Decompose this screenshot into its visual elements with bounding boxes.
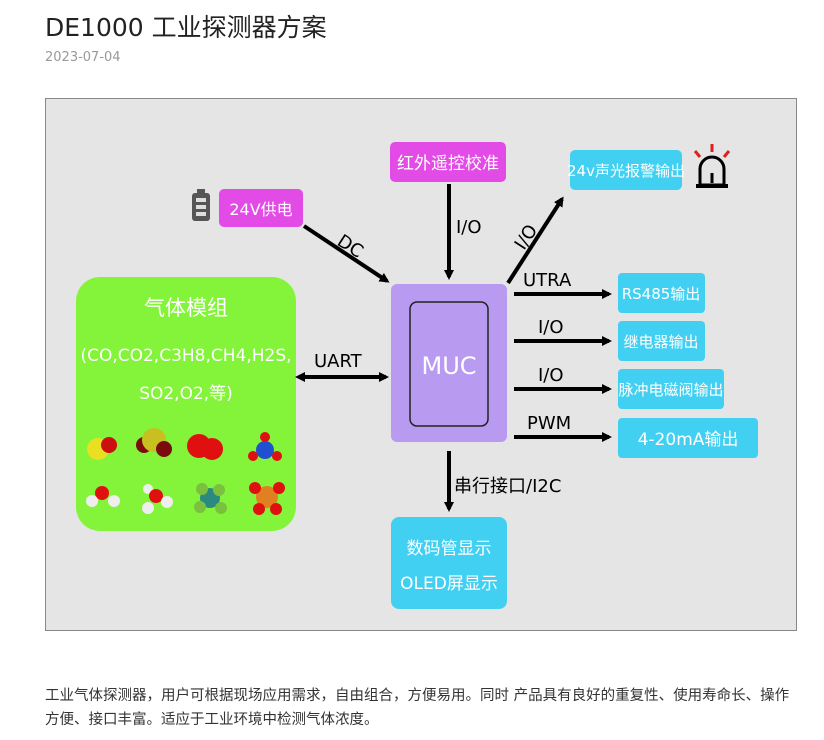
output-relay-label: 继电器输出 [623, 333, 698, 351]
mcu-box: MUC [391, 284, 507, 442]
publish-date: 2023-07-04 [45, 50, 121, 65]
power-supply-box: 24V供电 [219, 189, 303, 227]
serial-label: 串行接口/I2C [454, 476, 561, 497]
output-valve-box: 脉冲电磁阀输出 [618, 369, 724, 409]
utra-label: UTRA [523, 270, 572, 291]
output-relay-box: 继电器输出 [618, 321, 705, 361]
relay-io-label: I/O [538, 317, 564, 338]
dc-arrow [302, 224, 390, 283]
valve-io-label: I/O [538, 365, 564, 386]
battery-icon [192, 189, 210, 221]
system-diagram: 24V供电 红外遥控校准 24v声光报警输出 气体模组 (CO,CO2,C3H8… [45, 98, 797, 631]
uart-label: UART [314, 351, 363, 372]
diagram-canvas: 24V供电 红外遥控校准 24v声光报警输出 气体模组 (CO,CO2,C3H8… [76, 142, 758, 609]
output-analog-label: 4-20mA输出 [638, 430, 739, 450]
molecule-icon [86, 428, 285, 515]
gas-module-title: 气体模组 [144, 296, 228, 320]
output-rs485-box: RS485输出 [618, 273, 705, 313]
display-line2: OLED屏显示 [400, 574, 498, 594]
display-box: 数码管显示 OLED屏显示 [391, 517, 507, 609]
alarm-output-box: 24v声光报警输出 [567, 150, 685, 190]
page-title: DE1000 工业探测器方案 [45, 13, 327, 42]
gas-module-line1: (CO,CO2,C3H8,CH4,H2S, [80, 346, 291, 366]
display-line1: 数码管显示 [407, 539, 492, 559]
alarm-io-label: I/O [511, 221, 543, 254]
gas-module-line2: SO2,O2,等) [139, 384, 233, 404]
power-label: 24V供电 [229, 200, 292, 219]
description-paragraph: 工业气体探测器，用户可根据现场应用需求，自由组合，方便易用。同时 产品具有良好的… [45, 688, 790, 728]
gas-module-box: 气体模组 (CO,CO2,C3H8,CH4,H2S, SO2,O2,等) [76, 277, 296, 531]
output-rs485-label: RS485输出 [622, 285, 701, 303]
output-valve-label: 脉冲电磁阀输出 [618, 381, 723, 399]
output-analog-box: 4-20mA输出 [618, 418, 758, 458]
ir-io-label: I/O [456, 217, 482, 238]
mcu-label: MUC [421, 352, 476, 380]
alarm-light-icon [693, 144, 731, 188]
pwm-label: PWM [527, 413, 571, 434]
ir-label: 红外遥控校准 [397, 154, 499, 174]
alarm-label: 24v声光报警输出 [567, 162, 685, 180]
dc-arrow-label: DC [333, 231, 367, 263]
alarm-arrow [506, 196, 564, 285]
ir-calibration-box: 红外遥控校准 [390, 142, 506, 182]
